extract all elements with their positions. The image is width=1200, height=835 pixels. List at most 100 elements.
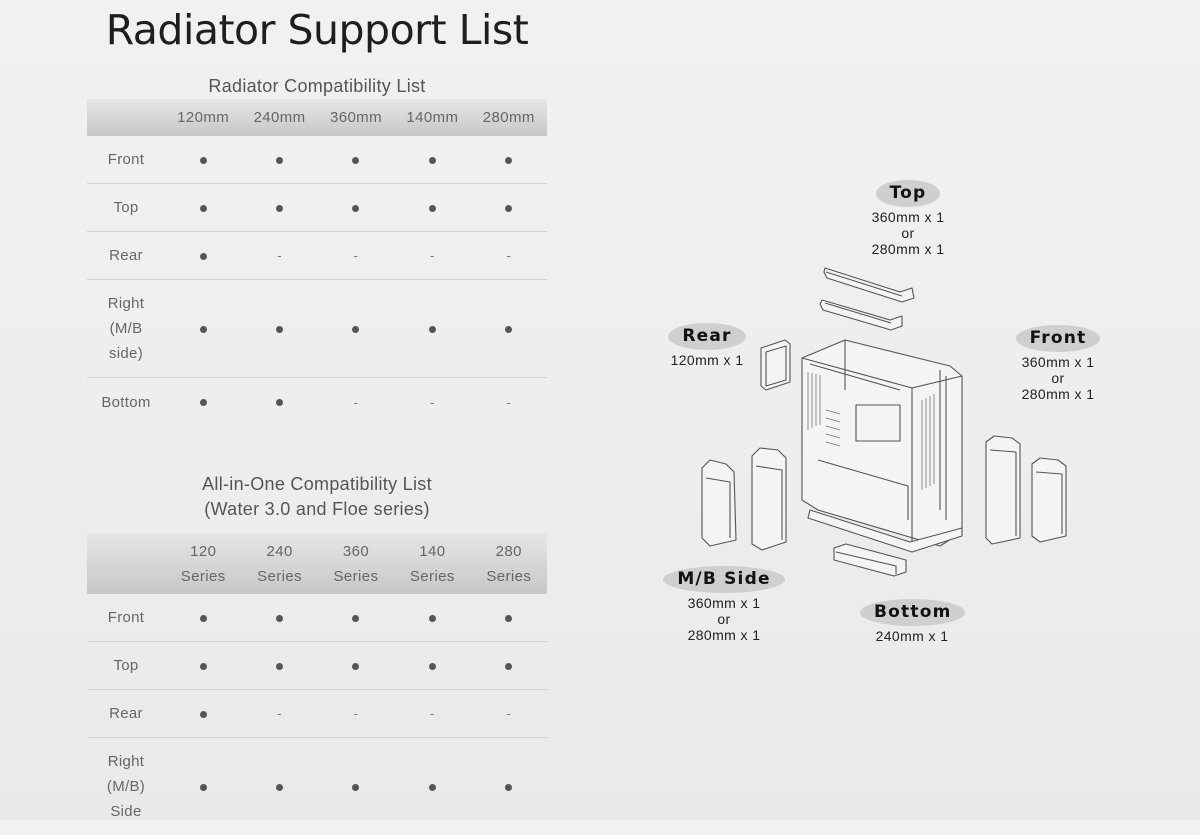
unsupported-cell: - bbox=[471, 232, 547, 280]
supported-cell bbox=[165, 642, 241, 690]
unsupported-mark: - bbox=[277, 248, 282, 263]
row-label: Rear bbox=[87, 232, 165, 280]
unsupported-mark: - bbox=[506, 706, 511, 721]
mb-side-radiator-280 bbox=[702, 460, 736, 546]
supported-cell bbox=[394, 738, 470, 835]
column-header: 360mm bbox=[318, 99, 394, 136]
supported-dot-icon bbox=[276, 157, 283, 164]
supported-cell bbox=[471, 642, 547, 690]
supported-dot-icon bbox=[200, 615, 207, 622]
front-radiator-360 bbox=[986, 436, 1020, 544]
supported-dot-icon bbox=[352, 615, 359, 622]
series-unit: Series bbox=[319, 564, 393, 589]
supported-dot-icon bbox=[276, 326, 283, 333]
supported-dot-icon bbox=[505, 615, 512, 622]
row-label: Front bbox=[87, 594, 165, 642]
supported-cell bbox=[241, 280, 317, 378]
supported-cell bbox=[471, 738, 547, 835]
supported-dot-icon bbox=[276, 399, 283, 406]
row-label-line: Top bbox=[88, 657, 164, 674]
top-label: Top bbox=[876, 180, 941, 207]
row-label-line: Right bbox=[88, 291, 164, 316]
unsupported-mark: - bbox=[277, 706, 282, 721]
spec-line: or bbox=[858, 225, 958, 241]
table-row: Front bbox=[87, 136, 547, 184]
bottom-label: Bottom bbox=[860, 599, 965, 626]
row-label: Front bbox=[87, 136, 165, 184]
aio-caption-line: All-in-One Compatibility List bbox=[87, 472, 547, 497]
supported-cell bbox=[165, 594, 241, 642]
table-row: Rear---- bbox=[87, 232, 547, 280]
spec-line: 360mm x 1 bbox=[858, 209, 958, 225]
supported-dot-icon bbox=[276, 663, 283, 670]
bottom-radiator-240 bbox=[834, 544, 906, 576]
column-header: 280mm bbox=[471, 99, 547, 136]
top-radiator-360 bbox=[824, 268, 914, 302]
table-row: Rear---- bbox=[87, 690, 547, 738]
supported-dot-icon bbox=[200, 711, 207, 718]
table-header-row: 120mm 240mm 360mm 140mm 280mm bbox=[87, 99, 547, 136]
spec-line: 360mm x 1 bbox=[1008, 354, 1108, 370]
supported-dot-icon bbox=[429, 157, 436, 164]
supported-dot-icon bbox=[352, 784, 359, 791]
table-row: Right(M/B)Side bbox=[87, 738, 547, 835]
unsupported-cell: - bbox=[318, 378, 394, 427]
supported-dot-icon bbox=[276, 205, 283, 212]
unsupported-mark: - bbox=[354, 248, 359, 263]
row-label-line: (M/B) bbox=[88, 774, 164, 799]
series-size: 360 bbox=[319, 539, 393, 564]
top-spec: 360mm x 1 or 280mm x 1 bbox=[858, 209, 958, 257]
supported-dot-icon bbox=[352, 205, 359, 212]
supported-dot-icon bbox=[429, 663, 436, 670]
supported-dot-icon bbox=[505, 326, 512, 333]
front-zone: Front 360mm x 1 or 280mm x 1 bbox=[1008, 325, 1108, 402]
supported-dot-icon bbox=[200, 326, 207, 333]
row-label-line: Right bbox=[88, 749, 164, 774]
spec-line: or bbox=[1008, 370, 1108, 386]
supported-cell bbox=[394, 184, 470, 232]
supported-dot-icon bbox=[505, 205, 512, 212]
spec-line: 280mm x 1 bbox=[660, 627, 788, 643]
table-row: Top bbox=[87, 642, 547, 690]
row-label-line: Side bbox=[88, 799, 164, 824]
supported-dot-icon bbox=[200, 663, 207, 670]
supported-cell bbox=[165, 738, 241, 835]
supported-cell bbox=[165, 136, 241, 184]
supported-dot-icon bbox=[352, 663, 359, 670]
unsupported-mark: - bbox=[506, 248, 511, 263]
series-unit: Series bbox=[242, 564, 316, 589]
supported-dot-icon bbox=[200, 253, 207, 260]
supported-dot-icon bbox=[505, 784, 512, 791]
supported-cell bbox=[318, 184, 394, 232]
column-header: 240mm bbox=[241, 99, 317, 136]
corner-header-cell bbox=[87, 533, 165, 594]
spec-line: 280mm x 1 bbox=[1008, 386, 1108, 402]
spec-line: 120mm x 1 bbox=[662, 352, 752, 368]
supported-cell bbox=[165, 690, 241, 738]
mb-side-zone: M/B Side 360mm x 1 or 280mm x 1 bbox=[660, 566, 788, 643]
series-size: 140 bbox=[395, 539, 469, 564]
table-row: Bottom--- bbox=[87, 378, 547, 427]
unsupported-mark: - bbox=[506, 395, 511, 410]
page-title: Radiator Support List bbox=[87, 6, 547, 54]
supported-cell bbox=[241, 378, 317, 427]
row-label: Right(M/B)Side bbox=[87, 738, 165, 835]
table-row: Top bbox=[87, 184, 547, 232]
supported-cell bbox=[471, 594, 547, 642]
supported-cell bbox=[241, 594, 317, 642]
supported-cell bbox=[394, 280, 470, 378]
supported-dot-icon bbox=[276, 615, 283, 622]
supported-cell bbox=[471, 184, 547, 232]
row-label-line: Rear bbox=[88, 705, 164, 722]
unsupported-cell: - bbox=[394, 690, 470, 738]
supported-cell bbox=[471, 136, 547, 184]
mb-side-label: M/B Side bbox=[663, 566, 784, 593]
supported-dot-icon bbox=[200, 399, 207, 406]
supported-dot-icon bbox=[200, 784, 207, 791]
